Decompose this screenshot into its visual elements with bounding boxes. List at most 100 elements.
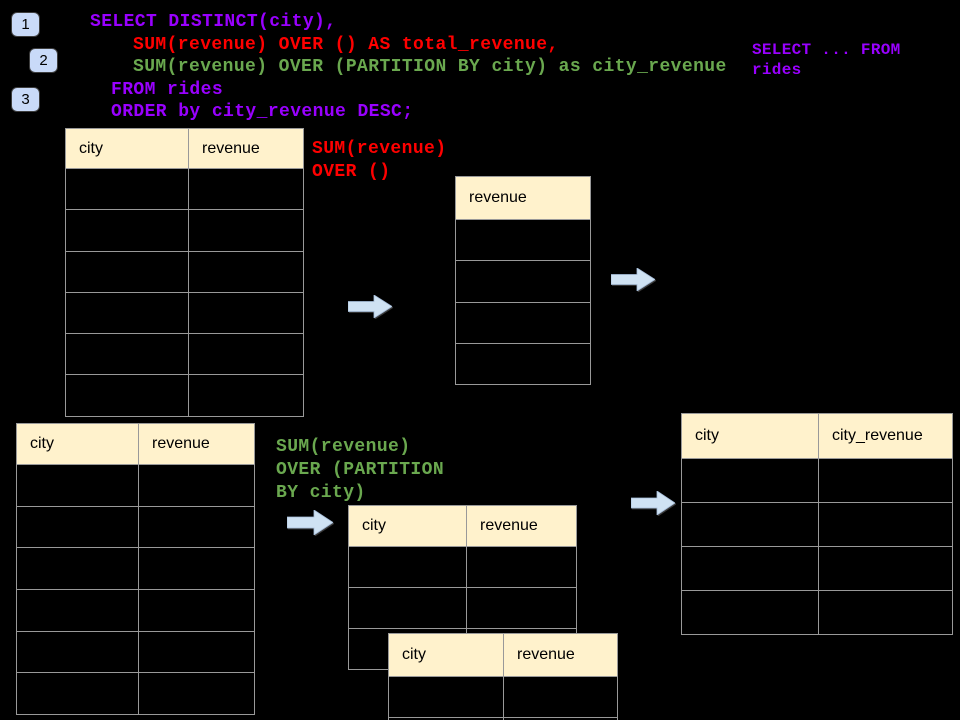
table-header-row: revenue	[456, 177, 590, 219]
annotation-select-from-rides: SELECT ... FROM rides	[752, 41, 901, 79]
step-badge-2: 2	[29, 48, 58, 73]
column-header: city	[17, 424, 138, 464]
table-cell	[17, 506, 138, 548]
column-header: revenue	[188, 129, 303, 168]
table-cell	[138, 548, 254, 590]
table-row	[456, 342, 590, 385]
table-cell	[503, 677, 617, 717]
table-row	[456, 260, 590, 302]
table-cell	[456, 220, 590, 261]
table-cell	[188, 251, 303, 292]
table-row	[389, 717, 617, 720]
table-cell	[17, 548, 138, 590]
table-cell	[466, 547, 576, 587]
table-cell	[456, 261, 590, 302]
table-cell	[138, 506, 254, 548]
table-cell	[389, 718, 503, 720]
table-row	[17, 505, 254, 548]
table-cell	[682, 503, 818, 546]
table-cell	[66, 334, 188, 375]
table-row	[349, 546, 576, 587]
sql-line-partition-window: SUM(revenue) OVER (PARTITION BY city) as…	[133, 57, 727, 77]
table-cell	[456, 343, 590, 385]
table-cell	[389, 677, 503, 717]
table-cell	[188, 169, 303, 210]
table-cell	[17, 465, 138, 506]
table-cell	[682, 547, 818, 590]
table-row	[389, 676, 617, 717]
table-cell	[456, 302, 590, 343]
table-cell	[66, 375, 188, 416]
step-badge-1: 1	[11, 12, 40, 37]
sql-line-select: SELECT DISTINCT(city),	[90, 12, 337, 32]
table-cell	[17, 673, 138, 715]
arrow-to-partition-table	[287, 510, 333, 535]
table-cell	[138, 673, 254, 715]
table-row	[349, 587, 576, 628]
table-row	[17, 672, 254, 715]
table-cell	[503, 718, 617, 720]
table-cell	[349, 547, 466, 587]
table-cell	[66, 210, 188, 251]
table-row	[456, 219, 590, 261]
table-cell	[17, 590, 138, 631]
table-row	[66, 291, 303, 334]
table-row	[682, 546, 952, 590]
column-header: revenue	[503, 634, 617, 676]
table-total-revenue: revenue	[455, 176, 591, 386]
table-cell	[138, 590, 254, 631]
sql-line-order-by: ORDER by city_revenue DESC;	[111, 102, 414, 122]
table-row	[682, 458, 952, 502]
table-row	[66, 209, 303, 251]
table-row	[682, 590, 952, 634]
table-cell	[818, 459, 952, 502]
table-cell	[66, 292, 188, 334]
table-cell	[188, 210, 303, 251]
table-row	[17, 630, 254, 673]
table-row	[17, 547, 254, 590]
table-cell	[66, 251, 188, 292]
table-row	[66, 250, 303, 292]
table-row	[17, 464, 254, 506]
table-cell	[682, 591, 818, 634]
column-header: city	[389, 634, 503, 676]
table-cell	[66, 169, 188, 210]
table-row	[66, 333, 303, 375]
column-header: city_revenue	[818, 414, 952, 458]
table-cell	[466, 588, 576, 628]
arrow-to-result-table	[631, 491, 675, 515]
table-cell	[818, 591, 952, 634]
column-header: revenue	[456, 177, 590, 219]
step-badge-3: 3	[11, 87, 40, 112]
column-header: city	[66, 129, 188, 168]
sql-line-from: FROM rides	[111, 80, 224, 100]
table-cell	[17, 631, 138, 673]
arrow-from-total-table	[611, 268, 655, 291]
table-cell	[349, 588, 466, 628]
table-row	[66, 168, 303, 210]
table-row	[456, 301, 590, 343]
annotation-total-window: SUM(revenue) OVER ()	[312, 139, 447, 182]
table-row	[66, 374, 303, 416]
column-header: revenue	[466, 506, 576, 546]
table-cell	[188, 292, 303, 334]
table-cell	[682, 459, 818, 502]
sql-line-total-window: SUM(revenue) OVER () AS total_revenue,	[133, 35, 559, 55]
column-header: city	[682, 414, 818, 458]
table-row	[682, 502, 952, 546]
table-cell	[138, 465, 254, 506]
annotation-partition-window: SUM(revenue) OVER (PARTITION BY city)	[276, 437, 445, 503]
table-row	[17, 589, 254, 631]
table-cell	[818, 547, 952, 590]
table-cell	[818, 503, 952, 546]
